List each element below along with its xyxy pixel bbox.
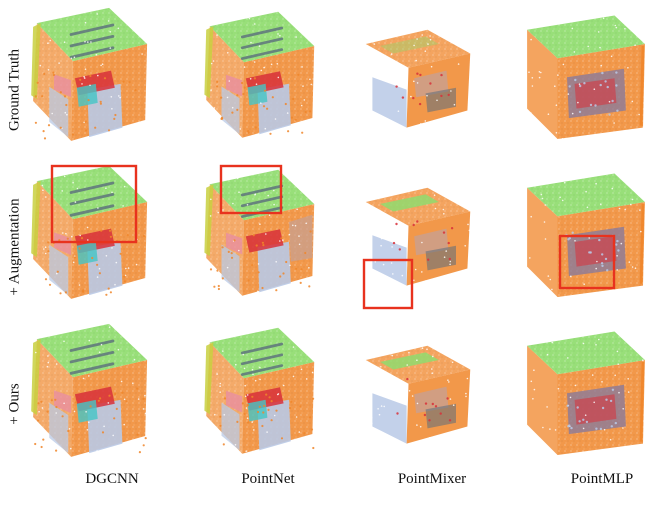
panel-pointmixer-ours bbox=[365, 345, 471, 445]
ceiling-region bbox=[380, 36, 439, 54]
clutter-region bbox=[289, 214, 313, 262]
window-region bbox=[240, 353, 284, 366]
highlight-box-dgcnn bbox=[50, 164, 138, 244]
panel-dgcnn-aug bbox=[31, 165, 148, 301]
panel-pointmixer-gt bbox=[365, 29, 471, 130]
panel-pointnet-ours bbox=[204, 327, 315, 456]
window-region bbox=[240, 37, 284, 50]
floor-region bbox=[221, 86, 240, 135]
ceiling-region bbox=[380, 194, 439, 212]
window-region bbox=[240, 195, 284, 208]
floor-region bbox=[372, 393, 407, 444]
table-region bbox=[54, 232, 72, 256]
highlight-box-pointnet bbox=[219, 164, 283, 215]
chair-region bbox=[574, 78, 617, 109]
board-region bbox=[76, 83, 98, 107]
floor-region bbox=[257, 241, 291, 293]
window-region bbox=[69, 204, 115, 217]
column-label-dgcnn: DGCNN bbox=[85, 471, 139, 487]
window-region bbox=[240, 342, 284, 355]
beam-region bbox=[31, 181, 41, 258]
board-region bbox=[76, 241, 98, 265]
board-region bbox=[247, 83, 268, 106]
window-region bbox=[69, 192, 115, 206]
window-region bbox=[240, 364, 284, 376]
panel-dgcnn-gt bbox=[31, 7, 148, 143]
ceiling-region bbox=[380, 352, 439, 370]
panel-dgcnn-ours bbox=[31, 323, 148, 458]
panel-pointmlp-aug bbox=[527, 173, 645, 297]
beam-region bbox=[204, 26, 214, 99]
row-label-ours: + Ours bbox=[6, 383, 23, 425]
wall-region bbox=[527, 345, 558, 455]
chair-region bbox=[574, 394, 617, 425]
panel-pointnet-aug bbox=[204, 169, 315, 298]
table-region bbox=[226, 232, 243, 255]
column-label-pointmlp: PointMLP bbox=[570, 471, 634, 487]
beam-region bbox=[31, 23, 41, 100]
panel-pointmlp-ours bbox=[527, 331, 645, 455]
window-region bbox=[69, 34, 115, 48]
table-region bbox=[54, 390, 72, 414]
floor-region bbox=[221, 244, 240, 293]
window-region bbox=[69, 350, 115, 364]
window-region bbox=[69, 339, 115, 352]
window-region bbox=[69, 23, 115, 36]
highlight-box-pointmlp bbox=[558, 234, 616, 290]
window-region bbox=[240, 26, 284, 39]
window-region bbox=[69, 46, 115, 59]
board-region bbox=[247, 399, 268, 422]
row-label-augmentation: + Augmentation bbox=[6, 198, 23, 296]
window-region bbox=[425, 245, 456, 271]
floor-region bbox=[49, 402, 69, 454]
panel-pointmlp-gt bbox=[527, 15, 645, 140]
wall-edge bbox=[639, 45, 645, 126]
floor-region bbox=[221, 402, 240, 451]
row-label-ground-truth: Ground Truth bbox=[6, 48, 23, 132]
beam-region bbox=[204, 184, 214, 257]
wall-region bbox=[527, 187, 558, 297]
window-region bbox=[425, 403, 456, 429]
window-region bbox=[240, 48, 284, 60]
highlight-box-pointmixer bbox=[362, 258, 414, 310]
column-label-pointnet: PointNet bbox=[241, 471, 295, 487]
wall-edge bbox=[639, 361, 645, 442]
board-region bbox=[76, 399, 98, 423]
beam-region bbox=[204, 342, 214, 415]
clutter-region bbox=[414, 386, 449, 414]
wall-region bbox=[527, 29, 558, 139]
window-region bbox=[69, 362, 115, 375]
table-region bbox=[226, 74, 243, 97]
clutter-region bbox=[414, 228, 449, 256]
table-region bbox=[54, 74, 72, 98]
floor-region bbox=[49, 86, 69, 138]
floor-region bbox=[372, 77, 407, 128]
beam-region bbox=[31, 339, 41, 416]
wall-edge bbox=[639, 203, 645, 284]
table-region bbox=[226, 390, 243, 413]
window-region bbox=[69, 181, 115, 194]
window-region bbox=[240, 184, 284, 197]
panel-pointmixer-aug bbox=[365, 187, 471, 286]
chair-region bbox=[245, 229, 284, 253]
panel-pointnet-gt bbox=[204, 11, 315, 141]
column-label-pointmixer: PointMixer bbox=[397, 471, 467, 487]
floor-region bbox=[49, 244, 69, 296]
